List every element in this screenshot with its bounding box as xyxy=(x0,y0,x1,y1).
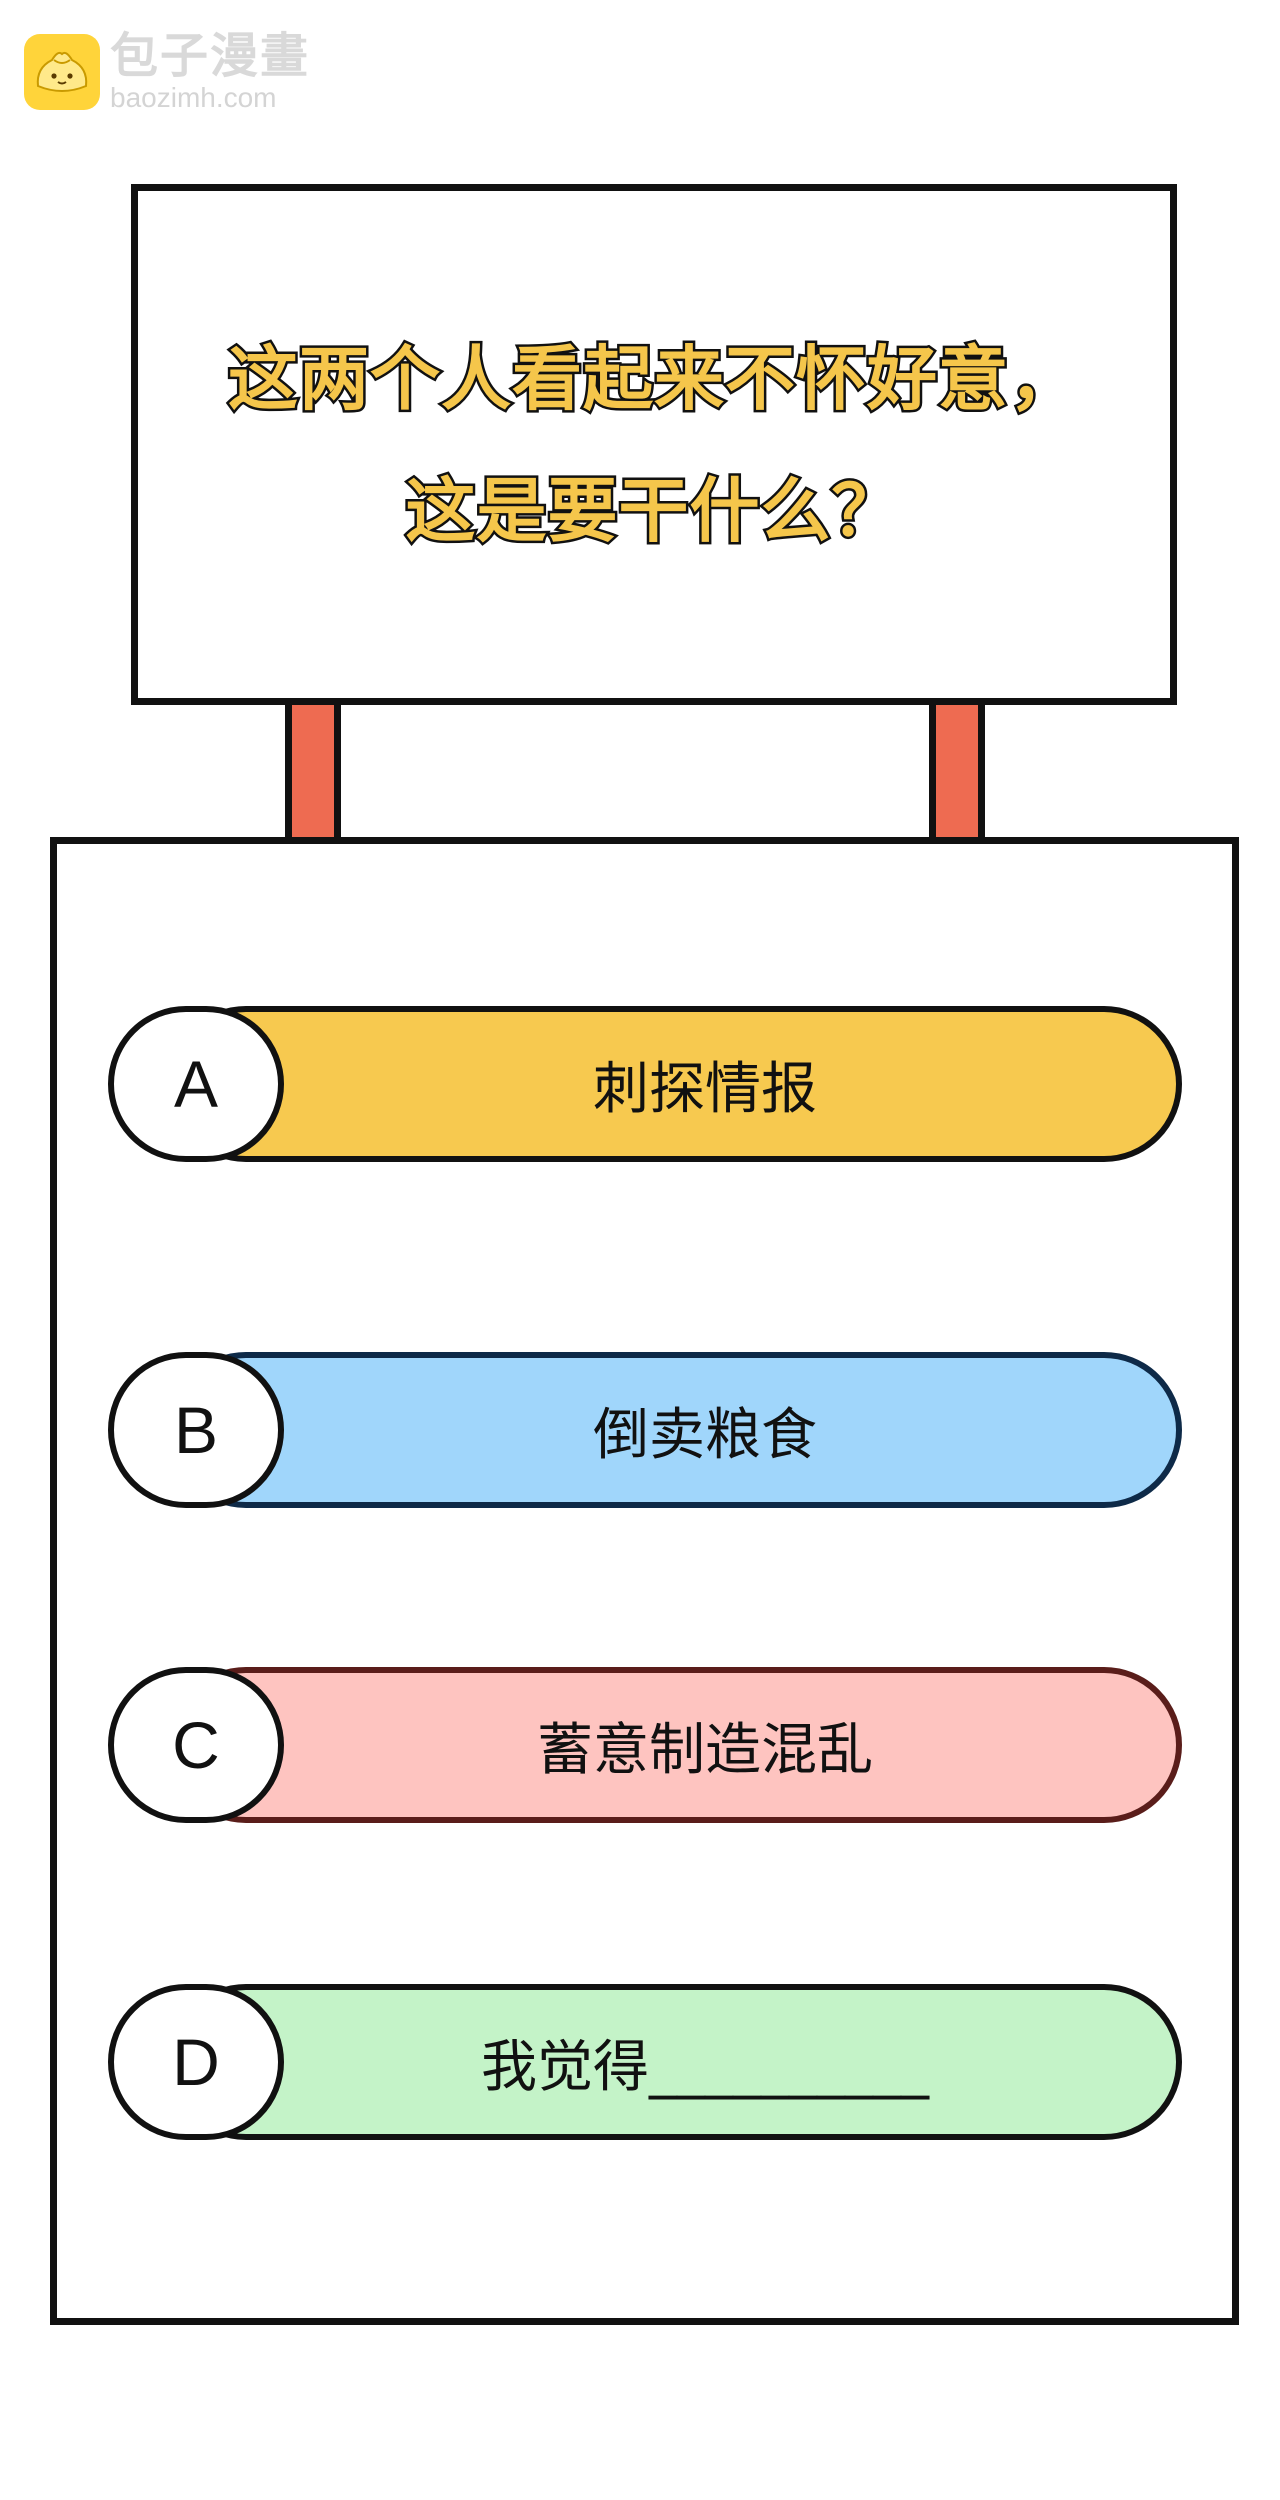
watermark: 包子漫畫 baozimh.com xyxy=(24,32,310,112)
question-board: 这两个人看起来不怀好意， 这是要干什么？ xyxy=(131,184,1177,705)
option-d-label: 我觉得__________ xyxy=(481,2034,929,2100)
sign-post-right xyxy=(929,705,985,844)
sign-post-left xyxy=(285,705,341,844)
option-a-label: 刺探情报 xyxy=(593,1056,817,1122)
option-c-button[interactable]: 蓄意制造混乱 C xyxy=(108,1667,1182,1823)
option-a-button[interactable]: 刺探情报 A xyxy=(108,1006,1182,1162)
option-b-label: 倒卖粮食 xyxy=(593,1402,817,1468)
question-line-1: 这两个人看起来不怀好意， xyxy=(226,335,1082,422)
question-line-2: 这是要干什么？ xyxy=(403,467,904,554)
option-a-pill: 刺探情报 xyxy=(168,1006,1182,1162)
watermark-brand-en: baozimh.com xyxy=(110,82,277,113)
option-d-pill: 我觉得__________ xyxy=(168,1984,1182,2140)
bun-logo-icon xyxy=(24,34,100,110)
option-d-letter: D xyxy=(108,1984,284,2140)
option-a-letter: A xyxy=(108,1006,284,1162)
option-c-letter: C xyxy=(108,1667,284,1823)
watermark-text: 包子漫畫 baozimh.com xyxy=(110,32,310,112)
option-b-pill: 倒卖粮食 xyxy=(168,1352,1182,1508)
option-c-pill: 蓄意制造混乱 xyxy=(168,1667,1182,1823)
option-b-button[interactable]: 倒卖粮食 B xyxy=(108,1352,1182,1508)
option-b-letter: B xyxy=(108,1352,284,1508)
option-c-label: 蓄意制造混乱 xyxy=(537,1717,873,1783)
option-d-button[interactable]: 我觉得__________ D xyxy=(108,1984,1182,2140)
watermark-brand-cn: 包子漫畫 xyxy=(110,28,311,84)
